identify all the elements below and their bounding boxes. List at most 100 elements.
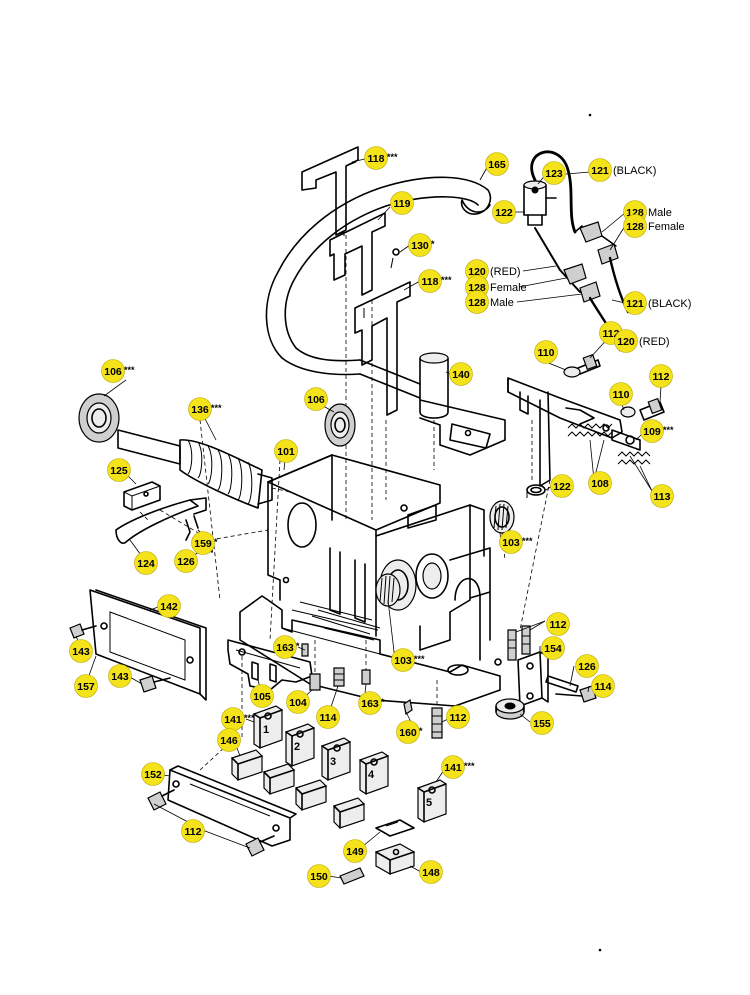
- callout-number: 119: [394, 198, 411, 210]
- callout-c148: 148: [419, 860, 443, 884]
- callout-number: 143: [111, 671, 129, 683]
- callout-number: 165: [488, 159, 506, 171]
- callout-circle: [465, 290, 489, 314]
- callout-circle: [107, 458, 131, 482]
- callout-c143b: 143: [108, 664, 132, 688]
- callout-circle: [408, 233, 432, 257]
- hook-frame-part-165: [265, 176, 492, 359]
- callout-c114a: 114: [591, 674, 615, 698]
- callout-circle: [541, 636, 565, 660]
- callout-circle: [390, 191, 414, 215]
- callout-c155: 155: [530, 711, 554, 735]
- housing-part-101: [267, 454, 491, 661]
- callout-circle: [343, 839, 367, 863]
- callout-suffix: ***: [244, 713, 255, 723]
- callout-circle: [550, 474, 574, 498]
- callout-number: 122: [553, 481, 571, 493]
- callout-c106a: 106***: [101, 359, 135, 383]
- callout-number: 106: [307, 394, 325, 406]
- callout-circle: [623, 291, 647, 315]
- callout-number: 106: [104, 366, 122, 378]
- callout-circle: [174, 549, 198, 573]
- callout-note: (RED): [490, 266, 521, 278]
- callout-note: Male: [648, 207, 672, 219]
- callout-suffix: ***: [387, 152, 398, 162]
- callout-number: 142: [160, 601, 178, 613]
- callout-circle: [640, 419, 664, 443]
- callout-number: 113: [654, 491, 671, 503]
- callout-c120b: 120(RED): [614, 329, 670, 353]
- callout-suffix: ***: [522, 536, 533, 546]
- callout-circle: [623, 214, 647, 238]
- callout-circle: [446, 705, 470, 729]
- callout-number: 149: [346, 846, 364, 858]
- screw-part-143-right: [139, 675, 171, 693]
- callout-c112c: 112: [546, 612, 570, 636]
- callout-c105: 105: [250, 684, 274, 708]
- callout-circle: [418, 269, 442, 293]
- callout-number: 121: [591, 165, 609, 177]
- callout-number: 126: [578, 661, 596, 673]
- callout-circle: [74, 674, 98, 698]
- rod-assembly-part-108: [507, 377, 623, 487]
- callout-c150: 150: [307, 864, 331, 888]
- callout-suffix: *: [214, 537, 218, 547]
- pads-part-146: [231, 749, 365, 829]
- callout-c113: 113: [650, 484, 674, 508]
- callout-number: 148: [422, 867, 440, 879]
- callout-c159: 159*: [191, 531, 218, 555]
- bearing-part-106-right: [324, 403, 356, 447]
- callout-number: 110: [538, 347, 555, 359]
- guide-part-109: [611, 429, 641, 451]
- callout-c126b: 126: [575, 654, 599, 678]
- spring-strip-part-124: [115, 499, 199, 545]
- callout-note: (BLACK): [613, 165, 656, 177]
- callout-number: 122: [495, 207, 513, 219]
- callout-number: 108: [591, 478, 609, 490]
- callout-c142: 142: [157, 594, 181, 618]
- callout-circle: [492, 200, 516, 224]
- callout-number: 118: [368, 153, 385, 165]
- callout-note: (BLACK): [648, 298, 691, 310]
- callout-circle: [181, 819, 205, 843]
- plate-part-154: [517, 651, 549, 707]
- callout-number: 112: [550, 619, 567, 631]
- callout-circle: [534, 340, 558, 364]
- callout-number: 160: [399, 727, 417, 739]
- callout-c114b: 114: [316, 705, 340, 729]
- callout-number: 128: [626, 221, 644, 233]
- bearing-part-106-left: [78, 393, 120, 443]
- pin-part-126-right: [545, 675, 579, 693]
- fastener-part-114-center: [333, 667, 345, 687]
- callout-number: 128: [468, 297, 486, 309]
- callout-c118a: 118***: [364, 146, 398, 170]
- callout-number: 121: [626, 298, 644, 310]
- screw-part-112-lower-center: [431, 707, 443, 739]
- callout-number: 140: [452, 369, 470, 381]
- block-part-125: [123, 481, 161, 511]
- callout-number: 112: [185, 826, 202, 838]
- callout-c121b: 121 (BLACK): [623, 291, 691, 315]
- callout-c160: 160*: [396, 720, 423, 744]
- callout-number: 141: [444, 762, 462, 774]
- callout-c103a: 103***: [499, 530, 533, 554]
- callout-c108: 108: [588, 471, 612, 495]
- callout-c110a: 110: [534, 340, 558, 364]
- pin-part-150: [339, 867, 365, 885]
- callout-c124: 124: [134, 551, 158, 575]
- screw-part-143-left: [69, 623, 97, 639]
- callout-circle: [141, 762, 165, 786]
- callout-c141a: 141***: [221, 707, 255, 731]
- callout-circle: [273, 635, 297, 659]
- callout-number: 124: [137, 558, 155, 570]
- callout-circle: [101, 359, 125, 383]
- callout-suffix: ***: [124, 365, 135, 375]
- callout-suffix: ***: [211, 403, 222, 413]
- callout-circle: [274, 439, 298, 463]
- block-markers: 1 2 3 4 5: [263, 724, 432, 809]
- callout-number: 154: [544, 643, 562, 655]
- callout-number: 112: [653, 371, 670, 383]
